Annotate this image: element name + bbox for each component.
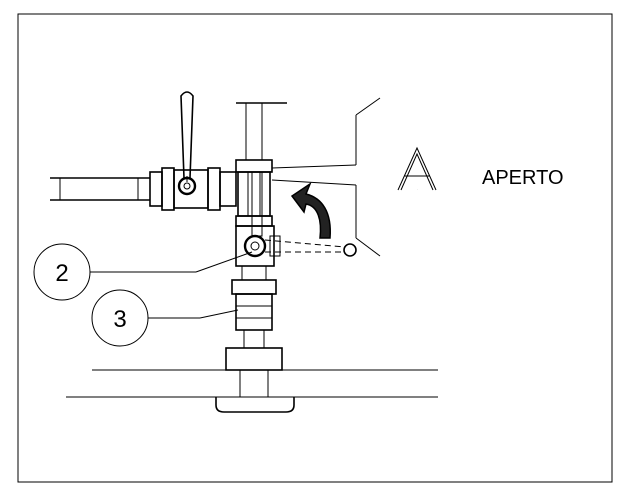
left-ball-valve bbox=[149, 167, 237, 211]
callout-3-number: 3 bbox=[113, 306, 126, 333]
upper-pipe bbox=[236, 102, 287, 160]
lower-ball-valve bbox=[235, 225, 281, 267]
detail-leader-lines bbox=[271, 97, 381, 257]
lower-valve-handle-closed bbox=[251, 171, 263, 237]
rotation-arrow bbox=[290, 182, 331, 239]
left-valve-handle bbox=[180, 91, 194, 182]
aperto-label: APERTO bbox=[482, 167, 564, 189]
view-letter-text: A bbox=[417, 188, 418, 191]
cross-fitting bbox=[235, 159, 273, 227]
callout-2-number: 2 bbox=[55, 260, 68, 287]
callout-3: 3 bbox=[91, 289, 239, 347]
callout-2: 2 bbox=[33, 243, 253, 301]
view-letter-a: A bbox=[397, 146, 437, 191]
drawing-frame bbox=[17, 13, 613, 483]
lower-valve-handle-open bbox=[264, 239, 357, 257]
left-horizontal-pipe bbox=[50, 177, 150, 201]
lower-pipe-and-base bbox=[66, 330, 438, 413]
reducer-fitting bbox=[231, 265, 277, 331]
